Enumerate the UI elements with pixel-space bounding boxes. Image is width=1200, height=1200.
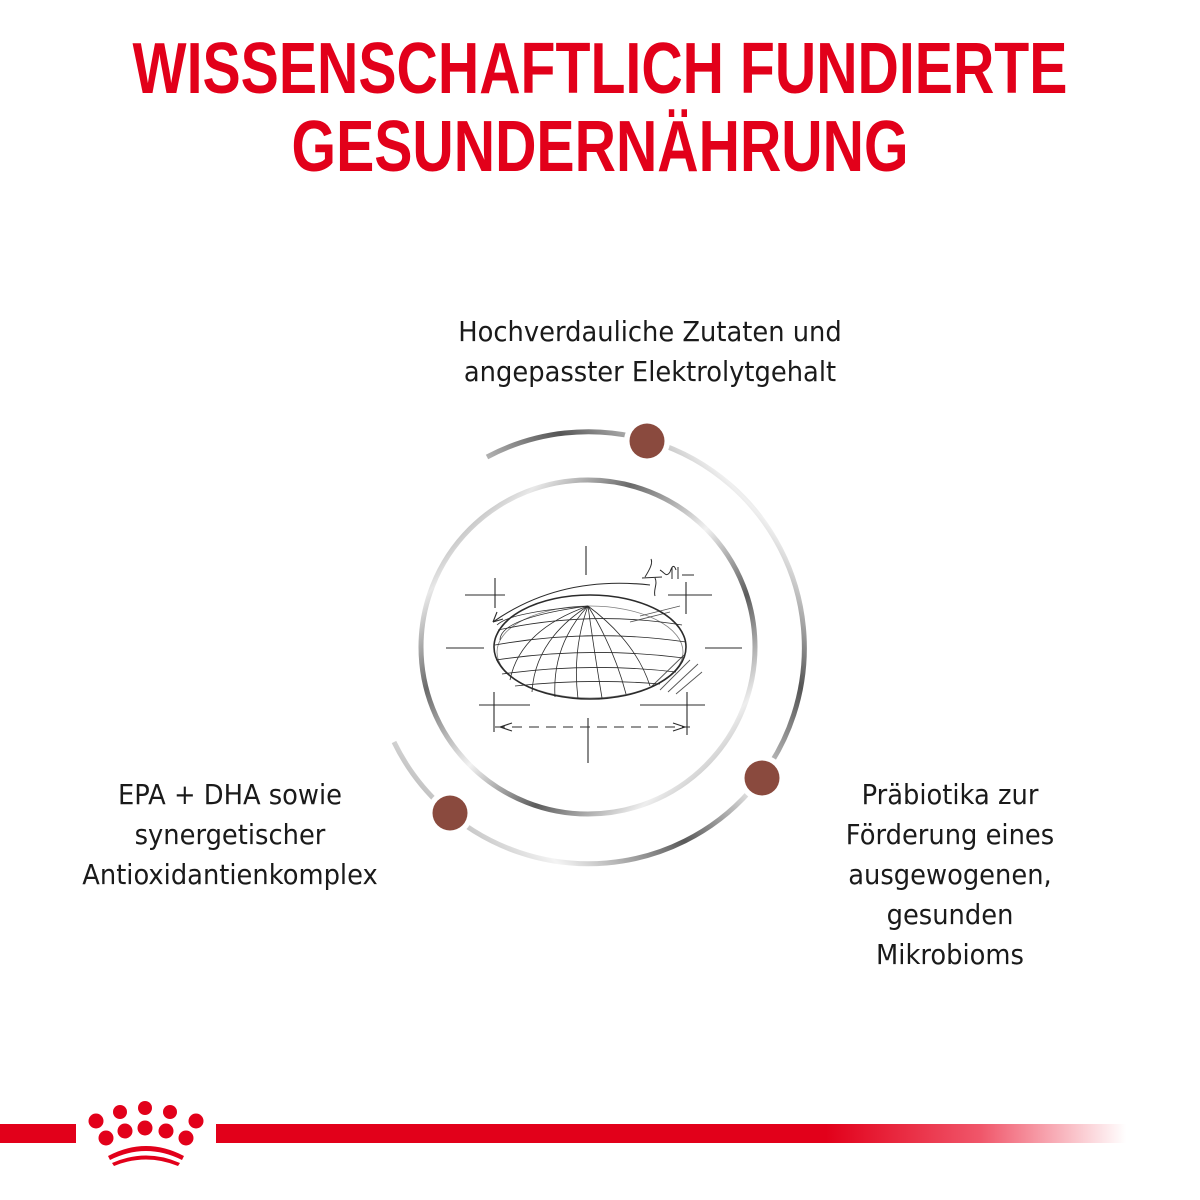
feature-dot-top bbox=[629, 423, 665, 459]
feature-text-line: angepasster Elektrolytgehalt bbox=[463, 355, 837, 388]
feature-epa-dha: EPA + DHA sowie synergetischer Antioxida… bbox=[20, 775, 440, 895]
feature-dot-left bbox=[432, 795, 468, 831]
page-title-line-2: GESUNDERNÄHRUNG bbox=[0, 111, 1200, 183]
feature-text-line: EPA + DHA sowie bbox=[117, 778, 343, 811]
title-text-1: WISSENSCHAFTLICH FUNDIERTE bbox=[132, 29, 1068, 109]
feature-text-line: Mikrobioms bbox=[876, 938, 1024, 971]
inner-ring bbox=[418, 477, 758, 817]
brand-bar-left bbox=[0, 1124, 76, 1143]
brand-bar-right bbox=[216, 1124, 1126, 1143]
page-title-line-1: WISSENSCHAFTLICH FUNDIERTE bbox=[0, 33, 1200, 105]
royal-crown-logo-icon bbox=[88, 1101, 204, 1166]
feature-dot-right bbox=[744, 760, 780, 796]
feature-text-line: Antioxidantienkomplex bbox=[82, 858, 378, 891]
feature-prebiotics: Präbiotika zur Förderung eines ausgewoge… bbox=[800, 775, 1100, 975]
brand-footer bbox=[0, 1101, 1126, 1166]
feature-text-line: synergetischer bbox=[134, 818, 326, 851]
feature-text-line: Hochverdauliche Zutaten und bbox=[458, 315, 842, 348]
feature-digestibility: Hochverdauliche Zutaten und angepasster … bbox=[350, 312, 950, 392]
kibble-sketch-icon bbox=[446, 546, 742, 763]
feature-text-line: Förderung eines bbox=[845, 818, 1055, 851]
feature-text-line: gesunden bbox=[886, 898, 1014, 931]
feature-text-line: ausgewogenen, bbox=[848, 858, 1052, 891]
feature-text-line: Präbiotika zur bbox=[861, 778, 1039, 811]
title-text-2: GESUNDERNÄHRUNG bbox=[291, 107, 909, 187]
